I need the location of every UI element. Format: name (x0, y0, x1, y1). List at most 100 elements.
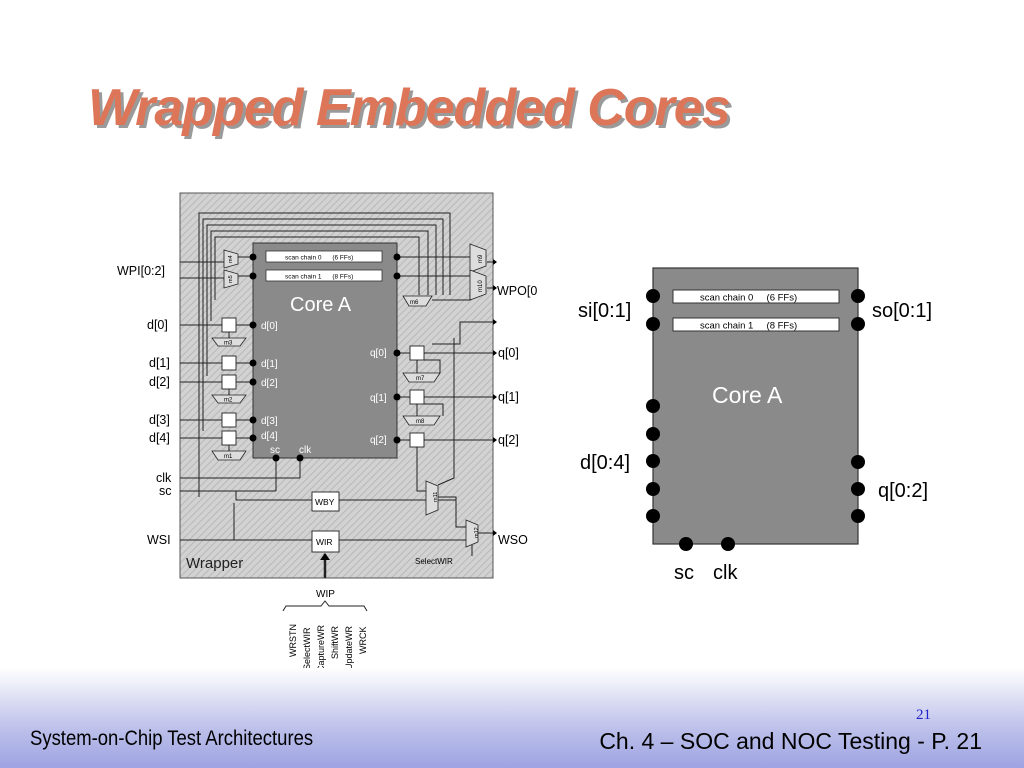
mux-m7 (402, 372, 441, 383)
svg-text:clk: clk (299, 445, 312, 456)
slide-title: Wrapped Embedded Cores (88, 79, 731, 137)
output-labels: WPO[0 q[0] q[1] q[2] WSO (497, 284, 537, 547)
svg-text:d[3]: d[3] (149, 413, 170, 427)
mux-m8 (402, 415, 441, 426)
svg-text:clk: clk (156, 471, 172, 485)
mux-m5 (223, 269, 239, 289)
wir-label: WIR (316, 537, 333, 547)
wrapper-label: Wrapper (186, 555, 243, 572)
svg-text:q[2]: q[2] (370, 435, 387, 446)
right-scan-chain-0 (672, 289, 840, 304)
svg-text:sc: sc (270, 445, 280, 456)
svg-text:WPI[0:2]: WPI[0:2] (117, 264, 165, 278)
wby-label: WBY (315, 497, 335, 507)
svg-text:WRCK: WRCK (358, 627, 368, 655)
svg-text:WSI: WSI (147, 533, 171, 547)
svg-text:UpdateWR: UpdateWR (344, 625, 354, 670)
svg-text:d[3]: d[3] (261, 416, 278, 427)
mux-m1 (211, 450, 247, 461)
scan-chain-0-label: scan chain 0 (6 FFs) (285, 255, 353, 262)
svg-text:d[1]: d[1] (149, 356, 170, 370)
svg-text:SelectWIR: SelectWIR (302, 627, 312, 670)
svg-text:d[0]: d[0] (147, 318, 168, 332)
mux-m10-label: m10 (478, 280, 484, 292)
svg-text:ShiftWR: ShiftWR (330, 625, 340, 659)
scan-chain-1-label: scan chain 1 (8 FFs) (285, 274, 353, 281)
svg-text:d[4]: d[4] (149, 431, 170, 445)
mux-m3 (211, 337, 247, 347)
mux-m1-label: m1 (224, 454, 233, 460)
output-cells (409, 345, 425, 448)
input-wires (180, 324, 312, 541)
mux-m6-label: m6 (410, 300, 419, 306)
svg-text:sc: sc (674, 562, 694, 584)
mux-m3-label: m3 (224, 341, 233, 347)
page-number: 21 (916, 707, 931, 723)
core-output-dots (393, 349, 401, 444)
right-port-labels: si[0:1] so[0:1] d[0:4] q[0:2] sc clk (578, 300, 932, 584)
footer-chapter: Ch. 4 – SOC and NOC Testing - P. 21 (599, 728, 982, 754)
mux-m5-label: m5 (228, 275, 234, 283)
svg-text:clk: clk (713, 562, 738, 584)
svg-text:q[0]: q[0] (498, 346, 519, 360)
svg-text:q[0]: q[0] (370, 348, 387, 359)
svg-text:CaptureWR: CaptureWR (316, 624, 326, 672)
wip-label: WIP (316, 589, 335, 600)
core-port-labels: d[0] d[1] d[2] d[3] d[4] sc clk q[0] q[1… (261, 321, 387, 456)
svg-text:so[0:1]: so[0:1] (872, 300, 932, 322)
core-input-dots (249, 321, 304, 462)
svg-text:d[2]: d[2] (149, 375, 170, 389)
mux-m9-label: m9 (478, 254, 484, 263)
svg-text:d[1]: d[1] (261, 359, 278, 370)
mux-m2 (211, 394, 247, 404)
mux-m8-label: m8 (416, 419, 425, 425)
mux-m4-label: m4 (228, 255, 234, 263)
output-arrows (493, 259, 497, 536)
svg-text:d[2]: d[2] (261, 378, 278, 389)
wip-brace (282, 600, 368, 612)
wrapper-diagram: Core A scan chain 0 (6 FFs) scan chain 1… (117, 192, 537, 672)
wby-register (311, 491, 340, 512)
mux-m7-label: m7 (416, 376, 425, 382)
svg-text:d[0]: d[0] (261, 321, 278, 332)
mux-m2-label: m2 (224, 398, 233, 404)
svg-text:d[0:4]: d[0:4] (580, 452, 630, 474)
right-scan-chain-1 (672, 317, 840, 332)
core-a-label: Core A (290, 294, 352, 316)
right-port-dots (646, 289, 865, 551)
mux-m12-label: m12 (474, 527, 480, 538)
svg-text:q[2]: q[2] (498, 433, 519, 447)
mux-m11-label: m11 (433, 492, 439, 502)
input-labels: WPI[0:2] d[0] d[1] d[2] d[3] d[4] clk sc… (117, 264, 172, 547)
svg-text:q[1]: q[1] (498, 390, 519, 404)
wip-signals: WRSTN SelectWIR CaptureWR ShiftWR Update… (288, 624, 368, 672)
right-core-box (652, 267, 859, 545)
svg-text:q[1]: q[1] (370, 393, 387, 404)
svg-text:si[0:1]: si[0:1] (578, 300, 631, 322)
mux-m9 (469, 243, 487, 273)
wir-register (311, 530, 340, 553)
mux-m11 (425, 480, 439, 516)
footer-book-title: System-on-Chip Test Architectures (30, 727, 314, 750)
svg-text:WRSTN: WRSTN (288, 624, 298, 657)
right-core-label: Core A (712, 382, 783, 408)
footer-band (0, 668, 1024, 768)
scan-dots (249, 253, 401, 280)
scan-chain-0-box (265, 250, 383, 263)
svg-text:WPO[0: WPO[0 (497, 284, 537, 298)
scan-chain-1-box (265, 269, 383, 282)
mux-m4 (223, 249, 239, 269)
right-scan-chain-1-label: scan chain 1 (8 FFs) (700, 321, 797, 332)
wip-arrow (320, 553, 330, 560)
mux-m6 (402, 295, 433, 307)
mux-m12 (465, 519, 479, 548)
right-scan-chain-0-label: scan chain 0 (6 FFs) (700, 293, 797, 304)
select-wir-label: SelectWIR (415, 557, 453, 566)
svg-text:WSO: WSO (498, 533, 528, 547)
core-diagram: Core A scan chain 0 (6 FFs) scan chain 1… (578, 267, 932, 584)
svg-text:q[0:2]: q[0:2] (878, 480, 928, 502)
svg-text:d[4]: d[4] (261, 431, 278, 442)
mux-m10 (469, 269, 487, 301)
input-cells (221, 317, 237, 446)
